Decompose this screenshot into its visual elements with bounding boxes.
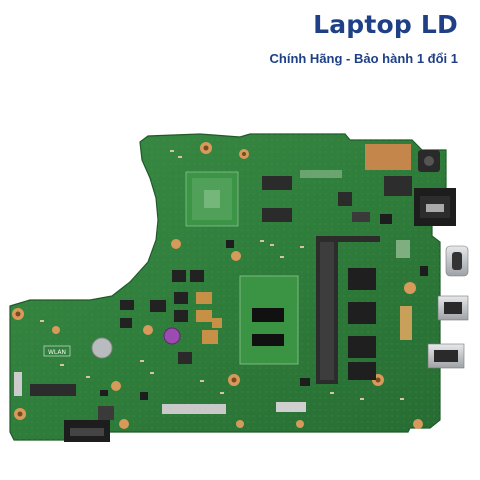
brand-header: Laptop LD Chính Hãng - Bảo hành 1 đổi 1: [270, 10, 459, 66]
connector: [276, 402, 306, 412]
mounting-hole: [143, 325, 153, 335]
connector: [98, 406, 114, 420]
chip: [352, 212, 370, 222]
mounting-hole: [231, 251, 241, 261]
coin-component: [91, 337, 113, 359]
brand-subtitle: Chính Hãng - Bảo hành 1 đổi 1: [269, 51, 459, 66]
connector: [14, 372, 22, 396]
ram-chip: [348, 268, 376, 290]
chip: [338, 192, 352, 206]
chip: [400, 306, 412, 340]
connector: [30, 384, 76, 396]
mounting-hole: [413, 419, 423, 429]
capacitor: [163, 327, 181, 345]
chip: [300, 170, 342, 178]
ram-chip: [348, 302, 376, 324]
copper-pad: [365, 144, 411, 170]
mounting-hole: [111, 381, 121, 391]
connector: [162, 404, 226, 414]
chip: [384, 176, 412, 196]
mounting-hole: [236, 420, 244, 428]
wlan-label: WLAN: [48, 349, 66, 356]
mounting-hole: [52, 326, 60, 334]
chip: [396, 240, 410, 258]
cpu-die: [252, 334, 284, 346]
small-ics: [100, 214, 428, 400]
mounting-hole: [296, 420, 304, 428]
ram-chip: [348, 336, 376, 358]
ram-chip: [348, 362, 376, 380]
power-components: [120, 270, 222, 364]
chip: [262, 208, 292, 222]
mounting-hole: [404, 282, 416, 294]
chip: [262, 176, 292, 190]
smd-parts: [40, 150, 404, 400]
mounting-hole: [171, 239, 181, 249]
mounting-hole: [119, 419, 129, 429]
brand-title: Laptop LD: [313, 10, 458, 39]
cpu-die: [252, 308, 284, 322]
